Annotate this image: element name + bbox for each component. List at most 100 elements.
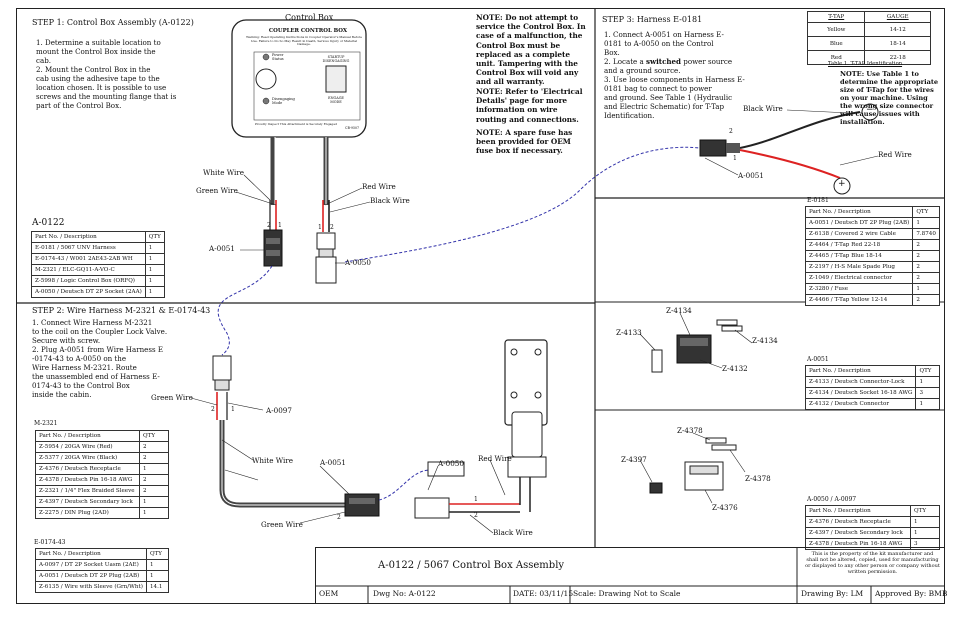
routing-dashed-left [217, 265, 273, 356]
step3-text-switched: switched [646, 57, 682, 66]
ttap-cell: 22-18 [864, 50, 931, 65]
label-red-wire-1: Red Wire [362, 182, 396, 191]
harness-m2321-drawing [212, 339, 548, 519]
a0122-title: A-0122 [32, 218, 65, 228]
step2-text: 1. Connect Wire Harness M-2321 to the co… [32, 318, 168, 399]
table-cell: Z-2275 / DIN Plug (2AD) [35, 507, 140, 519]
pin-label: 1 [231, 406, 235, 413]
drawing-date: DATE: 03/11/15 [513, 589, 574, 598]
label-z4132: Z-4132 [722, 364, 748, 373]
step1-text: 1. Determine a suitable location to moun… [36, 38, 177, 110]
label-a0051-mid: A-0051 [320, 458, 346, 467]
table-cell: 1 [915, 398, 940, 410]
minus-terminal-icon: − [866, 105, 874, 115]
label-black-wire-1: Black Wire [370, 196, 410, 205]
table-cell: Z-4132 / Deutsch Connector [804, 398, 917, 410]
table-cell: 14.1 [145, 581, 170, 593]
m2321-title: M-2321 [34, 420, 58, 427]
label-z4134b: Z-4134 [752, 336, 778, 345]
switch-top-label: STARTUP DISENGAGING [322, 55, 350, 63]
pin-label: 1 [733, 155, 737, 162]
e0174-title: E-0174-43 [34, 539, 66, 546]
pin-label: 2 [337, 514, 341, 521]
panel-warning: Warning: Read Operating Instructions in … [246, 35, 362, 46]
pin-label: 2 [267, 222, 271, 229]
ttap-cell: Red [806, 50, 866, 65]
table-cell: 1 [912, 283, 940, 295]
panel-footer: Proudly Inspect This Attachment is Secur… [254, 122, 338, 126]
e0181-title: E-0181 [807, 197, 829, 204]
drawing-frame [16, 8, 945, 604]
oem-label: OEM [319, 589, 339, 598]
label-z4397: Z-4397 [621, 455, 647, 464]
step1-title: STEP 1: Control Box Assembly (A-0122) [32, 18, 194, 27]
power-status-label: Power Status [272, 53, 284, 61]
label-green-wire-3: Green Wire [261, 520, 303, 529]
property-notice: This is the property of the kit manufact… [805, 551, 940, 575]
table-cell: Z-4466 / T-Tap Yellow 12-14 [804, 294, 914, 306]
approved-by: Approved By: BMB [875, 589, 948, 598]
ttap-note: NOTE: Use Table 1 to determine the appro… [840, 70, 939, 126]
ttap-cell: Blue [806, 36, 866, 51]
table-row: Z-6135 / Wire with Sleeve (Grn/Wht)14.1 [35, 581, 170, 593]
leader-lines [190, 109, 879, 534]
a0050-parts-drawing [649, 437, 737, 494]
label-z4378b: Z-4378 [745, 474, 771, 483]
table-row: Z-2275 / DIN Plug (2AD)1 [35, 507, 169, 519]
switch-bottom-label: ENGAGE MODE [328, 96, 344, 104]
panel-title: COUPLER CONTROL BOX [268, 28, 348, 34]
label-a0097: A-0097 [266, 406, 292, 415]
pin-label: 1 [318, 224, 322, 231]
table-cell: 1 [145, 570, 170, 582]
disengaging-mode-label: Disengaging Mode [272, 97, 295, 105]
table-cell: 1 [139, 507, 169, 519]
step3-text: 1. Connect A-0051 on Harness E- 0181 to … [604, 30, 745, 120]
pin-label: 1 [474, 496, 478, 503]
drawn-by: Drawing By: LM [801, 589, 864, 598]
table-row: A-0097 / DT 2P Socket Uasm (2AE)1 [35, 559, 170, 571]
label-green-wire-2: Green Wire [151, 393, 193, 402]
label-a0050-mid: A-0050 [438, 459, 464, 468]
step3-title: STEP 3: Harness E-0181 [602, 15, 703, 24]
pin-label: 1 [278, 222, 282, 229]
harness-e0181-drawing [699, 103, 879, 195]
label-z4133: Z-4133 [616, 328, 642, 337]
label-green-wire-1: Green Wire [196, 186, 238, 195]
label-black-wire-step3: Black Wire [743, 104, 783, 113]
label-a0050-top: A-0050 [345, 258, 371, 267]
a0050-table-title: A-0050 / A-0097 [807, 496, 857, 503]
label-white-wire-1: White Wire [203, 168, 244, 177]
drawing-title: A-0122 / 5067 Control Box Assembly [378, 560, 565, 571]
label-a0051-step3: A-0051 [738, 171, 764, 180]
routing-dashed-right [344, 146, 701, 263]
pin-label: 2 [474, 512, 478, 519]
label-red-wire-step3: Red Wire [878, 150, 912, 159]
control-box-label: Control Box [285, 13, 334, 22]
label-red-wire-2: Red Wire [478, 454, 512, 463]
note-spare-fuse: NOTE: A spare fuse has been provided for… [476, 128, 573, 156]
pin-label: 2 [330, 224, 334, 231]
note-service: NOTE: Do not attempt to service the Cont… [476, 13, 586, 87]
panel-code: CB-9507 [345, 126, 360, 130]
label-z4134a: Z-4134 [666, 306, 692, 315]
ttap-caption: Table 1. T-TAP Identification [828, 61, 903, 67]
pin-label: 2 [211, 406, 215, 413]
a0051-table-title: A-0051 [807, 356, 829, 363]
